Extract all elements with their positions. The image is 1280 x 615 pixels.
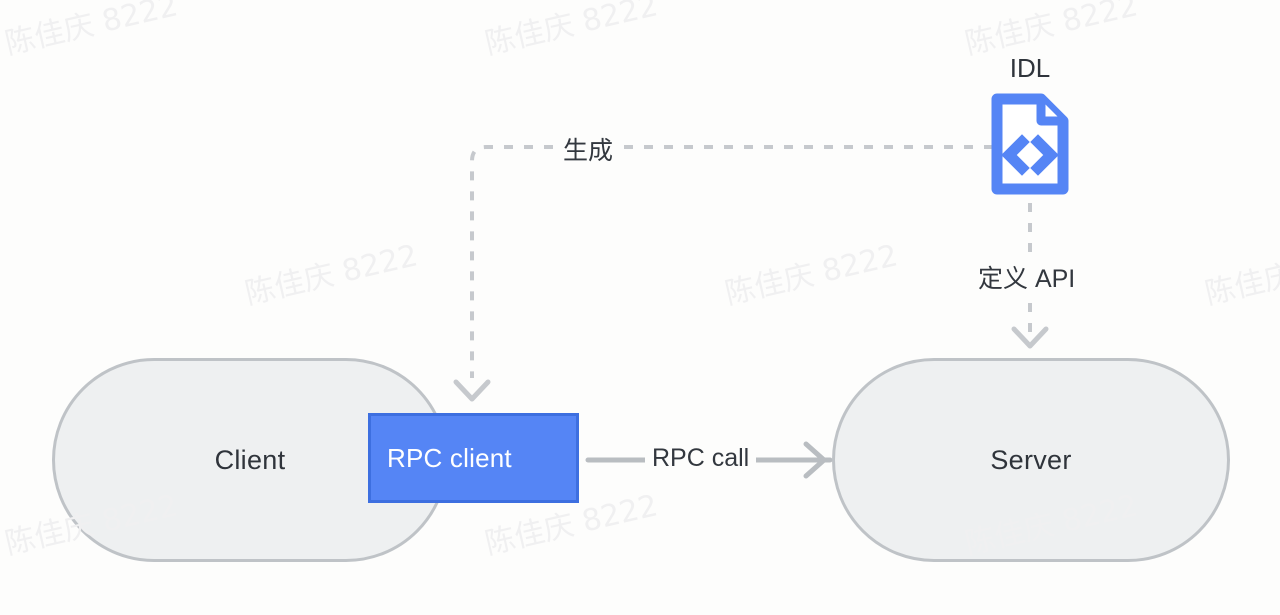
node-server-label: Server <box>990 444 1072 475</box>
edge-label-generate: 生成 <box>556 131 621 167</box>
code-document-icon <box>991 93 1069 195</box>
node-server[interactable]: Server <box>832 358 1230 562</box>
node-client-label: Client <box>214 444 286 475</box>
edge-label-rpc-call: RPC call <box>645 444 757 473</box>
edge-generate-arrowhead <box>453 379 491 402</box>
edge-label-define-api: 定义 API <box>971 259 1083 295</box>
node-rpc-client[interactable]: RPC client <box>368 413 579 503</box>
node-rpc-client-label: RPC client <box>387 442 512 473</box>
edge-generate <box>453 145 993 402</box>
node-idl-label: IDL <box>1009 53 1051 83</box>
edge-generate-line <box>470 145 993 378</box>
edge-define-api-arrowhead <box>1011 326 1049 349</box>
edge-rpc-call-arrowhead <box>803 441 827 479</box>
node-idl[interactable]: IDL <box>960 55 1100 200</box>
